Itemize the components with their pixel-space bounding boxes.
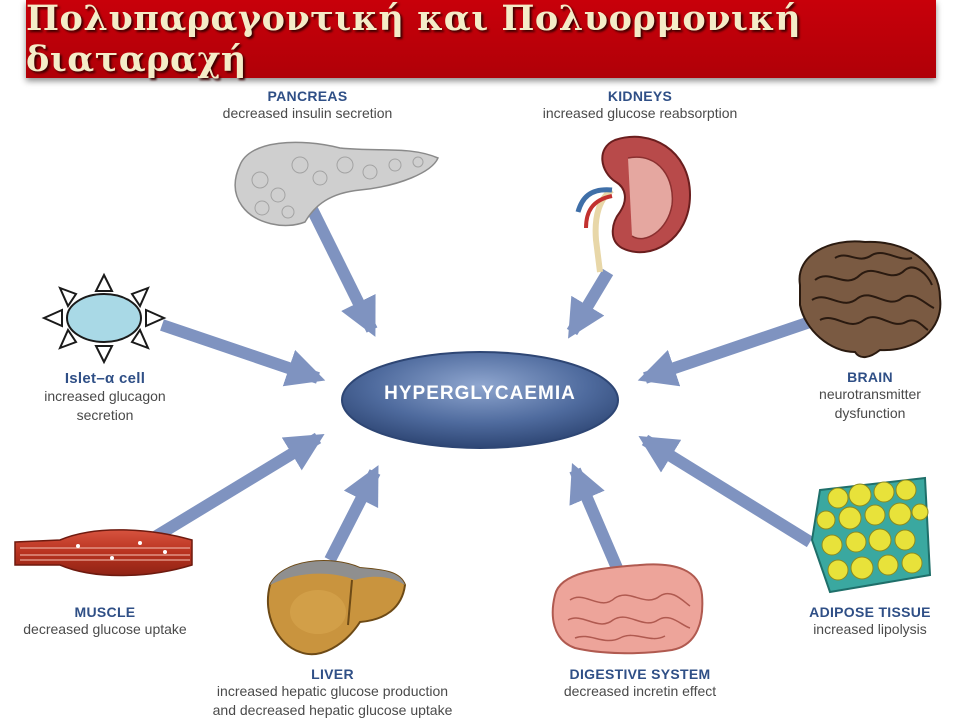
title-bar: Πολυπαραγοντική και Πολυορμονική διαταρα… xyxy=(26,0,936,80)
arrow-muscle xyxy=(146,432,325,546)
digestive-system-description: decreased incretin effect xyxy=(563,683,717,699)
adipose-tissue-label: ADIPOSE TISSUE increased lipolysis xyxy=(790,604,950,639)
islet-cell-heading: Islet–α cell xyxy=(64,370,146,387)
liver-label: LIVER increased hepatic glucose producti… xyxy=(175,666,490,720)
brain-description-line1: neurotransmitter xyxy=(819,386,921,402)
adipose-tissue-description: increased lipolysis xyxy=(813,621,927,637)
adipose-tissue-heading: ADIPOSE TISSUE xyxy=(809,604,931,620)
brain-description-line2: dysfunction xyxy=(834,405,906,421)
islet-cell-label: Islet–α cell increased glucagon secretio… xyxy=(20,370,190,425)
arrows xyxy=(146,202,814,578)
kidneys-label: KIDNEYS increased glucose reabsorption xyxy=(505,88,775,123)
kidney-illustration xyxy=(575,135,692,273)
arrow-kidneys xyxy=(566,268,614,339)
liver-illustration xyxy=(266,560,407,656)
islet-cell-illustration xyxy=(41,272,167,365)
muscle-description: decreased glucose uptake xyxy=(23,621,187,637)
digestive-system-label: DIGESTIVE SYSTEM decreased incretin effe… xyxy=(530,666,750,701)
liver-description-line2: and decreased hepatic glucose uptake xyxy=(212,702,453,718)
page-title: Πολυπαραγοντική και Πολυορμονική διαταρα… xyxy=(26,0,802,80)
adipose-tissue-illustration xyxy=(810,476,932,594)
arrow-adipose xyxy=(638,434,814,548)
hyperglycaemia-ellipse xyxy=(341,351,619,449)
brain-heading: BRAIN xyxy=(847,369,893,385)
hyperglycaemia-label: HYPERGLYCAEMIA xyxy=(384,383,576,404)
pancreas-heading: PANCREAS xyxy=(267,88,348,104)
arrow-digestive xyxy=(569,462,626,578)
pancreas-illustration xyxy=(234,141,439,227)
muscle-illustration xyxy=(14,529,193,577)
muscle-heading: MUSCLE xyxy=(74,604,136,620)
liver-heading: LIVER xyxy=(311,666,354,682)
islet-cell-description-line2: secretion xyxy=(76,407,134,423)
kidneys-description: increased glucose reabsorption xyxy=(542,105,738,121)
kidneys-heading: KIDNEYS xyxy=(607,88,673,104)
arrow-pancreas xyxy=(304,202,378,337)
liver-description-line1: increased hepatic glucose production xyxy=(216,683,449,699)
pancreas-description: decreased insulin secretion xyxy=(222,105,393,121)
arrow-brain xyxy=(637,316,812,387)
brain-illustration xyxy=(798,240,942,358)
muscle-label: MUSCLE decreased glucose uptake xyxy=(0,604,210,639)
brain-label: BRAIN neurotransmitter dysfunction xyxy=(795,369,945,423)
islet-cell-description-line1: increased glucagon xyxy=(44,388,166,404)
arrow-liver xyxy=(324,465,381,563)
arrow-islet xyxy=(160,319,326,387)
pancreas-label: PANCREAS decreased insulin secretion xyxy=(180,88,435,123)
digestive-system-illustration xyxy=(551,563,704,655)
digestive-system-heading: DIGESTIVE SYSTEM xyxy=(569,666,711,682)
